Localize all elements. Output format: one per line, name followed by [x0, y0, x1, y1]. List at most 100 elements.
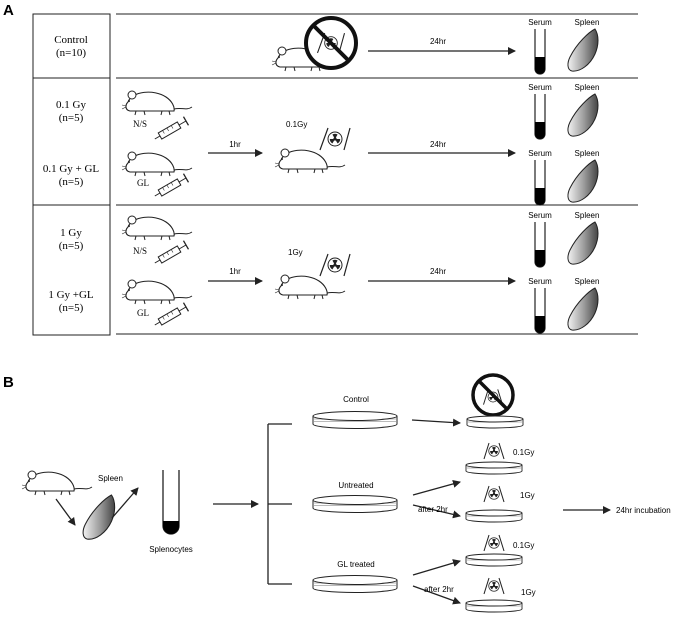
dose-01gy-label: 0.1Gy: [286, 120, 307, 129]
arrow-gl-1gy: [412, 585, 461, 605]
group-1gy-gl-name: 1 Gy +GL: [48, 289, 94, 301]
interval-1hr-label: 1hr: [229, 140, 241, 149]
interval-24hr-label: 24hr: [430, 37, 446, 46]
split-bracket: [267, 423, 292, 585]
spleen-label: Spleen: [575, 18, 600, 27]
syringe-icon: [151, 116, 190, 144]
no-symbol-icon: [471, 373, 515, 417]
spleen-icon: [82, 494, 116, 540]
row-1gy: N/S GL 1hr 1Gy 24hr Serum Spleen Serum S…: [121, 211, 600, 334]
radiation-icon: [320, 254, 350, 276]
treatment-gl-label: GL: [137, 178, 149, 188]
spleen-label: Spleen: [98, 474, 123, 483]
dose-01gy-label: 0.1Gy: [513, 541, 534, 550]
spleen-label: Spleen: [575, 211, 600, 220]
arrow-gl-01gy: [412, 559, 461, 576]
arrow-control: [411, 418, 461, 427]
treatment-ns-label: N/S: [133, 246, 147, 256]
splenocytes-label: Splenocytes: [149, 545, 193, 554]
incubation-label: 24hr incubation: [616, 506, 671, 515]
treatment-ns-label: N/S: [133, 119, 147, 129]
interval-24hr-label: 24hr: [430, 267, 446, 276]
radiation-icon: [484, 486, 504, 502]
group-01gy-n: (n=5): [59, 112, 84, 124]
serum-label: Serum: [528, 83, 552, 92]
spleen-icon: [567, 159, 599, 203]
radiation-icon: [484, 578, 504, 594]
petri-dish-icon: [466, 415, 524, 429]
syringe-icon: [151, 240, 190, 268]
group-01gy-gl-name: 0.1 Gy + GL: [43, 163, 100, 175]
after-2hr-label: after 2hr: [418, 505, 448, 514]
petri-dish-icon: [465, 599, 523, 613]
serum-label: Serum: [528, 18, 552, 27]
mouse-icon: [121, 215, 193, 241]
radiation-icon: [320, 128, 350, 150]
petri-dish-icon: [465, 461, 523, 475]
spleen-icon: [567, 221, 599, 265]
group-control-name: Control: [54, 34, 88, 46]
dish-gl-treated-label: GL treated: [337, 560, 375, 569]
mouse-icon: [121, 151, 193, 177]
petri-dish-icon: [312, 495, 398, 513]
group-1gy-name: 1 Gy: [60, 227, 82, 239]
arrow-untreated-1gy: [412, 504, 461, 519]
petri-dish-icon: [312, 575, 398, 593]
radiation-icon: [484, 535, 504, 551]
spleen-icon: [567, 28, 599, 72]
serum-label: Serum: [528, 149, 552, 158]
dose-1gy-label: 1Gy: [520, 491, 535, 500]
treatment-gl-label: GL: [137, 308, 149, 318]
radiation-icon: [484, 443, 504, 459]
panel-b: B Spleen Splenocytes Control Untrea: [3, 373, 671, 613]
no-symbol-icon: [304, 16, 358, 70]
syringe-icon: [151, 173, 190, 201]
spleen-label: Spleen: [575, 277, 600, 286]
mouse-icon: [21, 470, 93, 496]
serum-label: Serum: [528, 211, 552, 220]
panel-a-letter: A: [3, 2, 14, 19]
spleen-icon: [567, 93, 599, 137]
arrow-untreated-01gy: [412, 480, 461, 496]
dose-1gy-label: 1Gy: [288, 248, 303, 257]
group-control-n: (n=10): [56, 47, 86, 59]
group-01gy-name: 0.1 Gy: [56, 99, 86, 111]
group-table: [32, 13, 638, 336]
group-1gy-n: (n=5): [59, 240, 84, 252]
spleen-icon: [567, 287, 599, 331]
spleen-label: Spleen: [575, 83, 600, 92]
spleen-label: Spleen: [575, 149, 600, 158]
after-2hr-label: after 2hr: [424, 585, 454, 594]
petri-dish-icon: [312, 411, 398, 429]
tube-icon: [534, 28, 546, 75]
arrow-spleen-to-tube: [111, 487, 139, 519]
mouse-icon: [274, 274, 346, 300]
serum-label: Serum: [528, 277, 552, 286]
interval-24hr-label: 24hr: [430, 140, 446, 149]
tube-icon: [534, 287, 546, 334]
mouse-icon: [121, 279, 193, 305]
panel-a: A Control (n=10) 0.1 Gy (n=5) 0.1 Gy + G…: [3, 2, 638, 336]
group-1gy-gl-n: (n=5): [59, 302, 84, 314]
arrow-mouse-to-spleen: [55, 498, 76, 526]
dose-01gy-label: 0.1Gy: [513, 448, 534, 457]
mouse-icon: [121, 90, 193, 116]
tube-icon: [162, 470, 180, 535]
mouse-icon: [274, 148, 346, 174]
dish-control-label: Control: [343, 395, 369, 404]
syringe-icon: [151, 302, 190, 330]
petri-dish-icon: [465, 553, 523, 567]
petri-dish-icon: [465, 509, 523, 523]
tube-icon: [534, 159, 546, 206]
panel-b-letter: B: [3, 374, 14, 391]
dose-1gy-label: 1Gy: [521, 588, 536, 597]
group-labels: Control (n=10) 0.1 Gy (n=5) 0.1 Gy + GL …: [43, 34, 100, 314]
group-01gy-gl-n: (n=5): [59, 176, 84, 188]
row-01gy: N/S GL 1hr 0.1Gy 24hr Serum Spleen Serum…: [121, 83, 600, 206]
dish-untreated-label: Untreated: [338, 481, 373, 490]
row-control: 24hr Serum Spleen: [271, 16, 600, 75]
tube-icon: [534, 221, 546, 268]
tube-icon: [534, 93, 546, 140]
interval-1hr-label: 1hr: [229, 267, 241, 276]
